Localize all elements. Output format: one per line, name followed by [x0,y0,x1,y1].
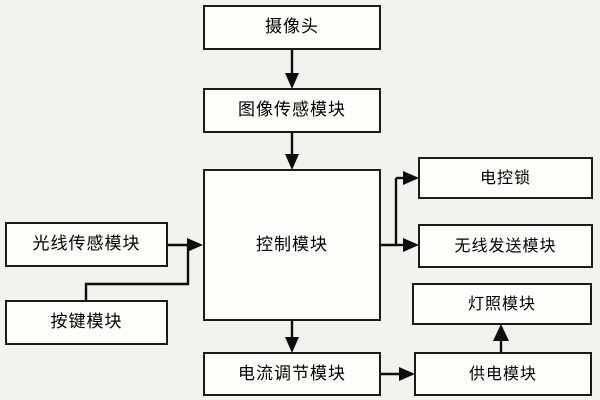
edge-camera-to-image-sensor [285,50,299,89]
node-camera[interactable]: 摄像头 [203,5,381,50]
edge-image-sensor-to-control [285,133,299,170]
node-lighting-module-label: 灯照模块 [467,294,536,313]
edge-current-to-power [381,367,415,381]
edge-control-to-wireless [396,238,419,252]
node-current-regulation-module-label: 电流调节模块 [238,363,346,384]
node-image-sensing-module[interactable]: 图像传感模块 [203,88,381,133]
edge-light-sensor-to-control [168,238,203,252]
node-lighting-module[interactable]: 灯照模块 [412,283,592,325]
node-button-module[interactable]: 按键模块 [5,300,168,345]
node-light-sensing-module[interactable]: 光线传感模块 [5,222,168,267]
node-power-supply-module[interactable]: 供电模块 [414,352,592,396]
edge-control-to-current [285,321,299,353]
edge-power-to-lighting [493,324,509,352]
edge-control-to-lock [396,171,419,185]
node-wireless-transmit-module-label: 无线发送模块 [454,236,557,255]
node-control-module[interactable]: 控制模块 [203,169,381,321]
node-camera-label: 摄像头 [265,17,319,37]
node-electric-lock-label: 电控锁 [479,168,531,187]
node-light-sensing-module-label: 光线传感模块 [32,234,141,254]
node-control-module-label: 控制模块 [256,234,328,255]
edge-control-right-branch [381,178,398,247]
node-image-sensing-module-label: 图像传感模块 [238,100,346,120]
node-current-regulation-module[interactable]: 电流调节模块 [203,352,381,396]
node-power-supply-module-label: 供电模块 [468,364,537,383]
node-electric-lock[interactable]: 电控锁 [418,157,593,199]
node-wireless-transmit-module[interactable]: 无线发送模块 [418,224,593,268]
node-button-module-label: 按键模块 [50,312,123,332]
